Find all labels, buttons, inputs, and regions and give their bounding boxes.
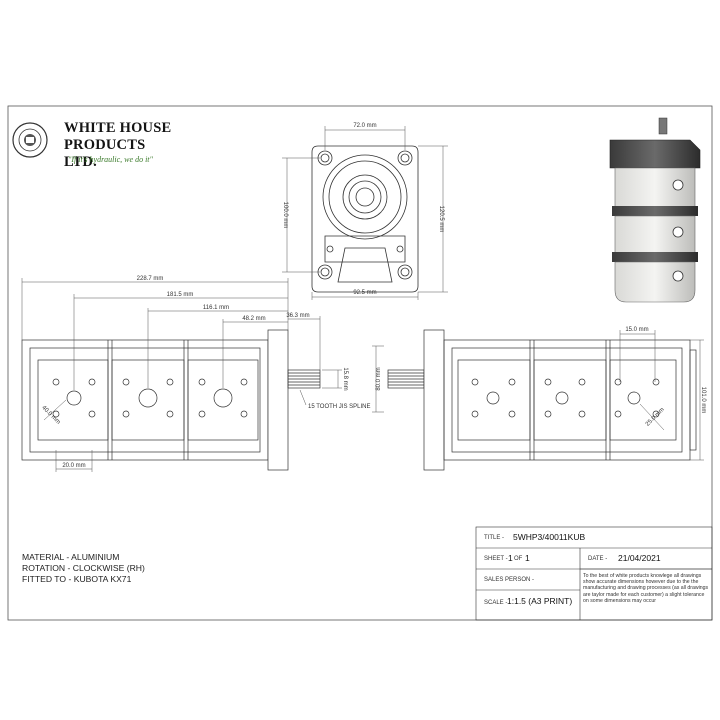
side-view-left — [21, 329, 321, 471]
title-label: TITLE - — [484, 535, 505, 541]
right-port-offset-label: 15.0 mm — [625, 327, 648, 333]
section-3-length-label: 48.2 mm — [242, 316, 265, 322]
date-label: DATE - — [588, 556, 608, 562]
sales-person-label: SALES PERSON - — [484, 577, 535, 583]
overall-length-label: 228.7 mm — [137, 276, 164, 282]
tolerance-disclaimer: To the best of white products knowlege a… — [583, 573, 709, 604]
left-port-spacing-label: 40.0 mm — [40, 405, 61, 426]
spline-note: 15 TOOTH JIS SPLINE — [308, 404, 370, 410]
sheet-of: OF — [514, 556, 523, 562]
shaft-diameter-label: 15.8 mm — [342, 367, 348, 390]
company-tagline: "If it's hydraulic, we do it" — [68, 155, 153, 164]
note-rotation: ROTATION - CLOCKWISE (RH) — [22, 563, 145, 573]
sheet-value-a: 1 — [508, 553, 513, 563]
side-view-right-dimensions — [372, 330, 704, 461]
company-name-line1: WHITE HOUSE — [64, 120, 172, 136]
note-fitted-to: FITTED TO - KUBOTA KX71 — [22, 574, 132, 584]
side-view-left-dimensions — [21, 278, 342, 472]
company-name-line2: PRODUCTS LTD. — [64, 137, 146, 170]
flange-dimensions — [282, 126, 448, 300]
drawing-notes: MATERIAL - ALUMINIUM ROTATION - CLOCKWIS… — [22, 552, 145, 585]
sheet-value-b: 1 — [525, 553, 530, 563]
flange-front-view — [311, 145, 419, 293]
title-value: 5WHP3/40011KUB — [513, 532, 586, 542]
company-logo: WHITE HOUSE PRODUCTS LTD. "If it's hydra… — [12, 116, 182, 170]
sheet-label: SHEET - — [484, 556, 508, 562]
section-1-length-label: 181.5 mm — [167, 292, 194, 298]
scale-label: SCALE - — [484, 600, 508, 606]
right-port-spacing-label: 25.0 mm — [645, 407, 666, 428]
flange-to-shaft-label: 36.3 mm — [286, 313, 309, 319]
spigot-diameter-label: 80.0 mm — [376, 367, 382, 390]
date-value: 21/04/2021 — [618, 553, 661, 563]
title-block — [475, 526, 713, 621]
note-material: MATERIAL - ALUMINIUM — [22, 552, 120, 562]
flange-bolt-spacing-v-label: 100.0 mm — [282, 202, 288, 229]
pump-3d-render — [609, 117, 701, 303]
overall-height-label: 101.0 mm — [700, 387, 706, 414]
section-2-length-label: 116.1 mm — [203, 305, 229, 311]
left-port-offset-label: 20.0 mm — [62, 463, 85, 469]
company-seal — [12, 122, 48, 158]
scale-value: 1:1.5 (A3 PRINT) — [507, 596, 573, 606]
sheet-border — [7, 105, 713, 621]
side-view-right — [387, 329, 697, 471]
flange-height-label: 120.5 mm — [438, 206, 444, 233]
flange-width-label: 92.5 mm — [353, 290, 376, 296]
flange-bolt-spacing-h-label: 72.0 mm — [353, 123, 376, 129]
